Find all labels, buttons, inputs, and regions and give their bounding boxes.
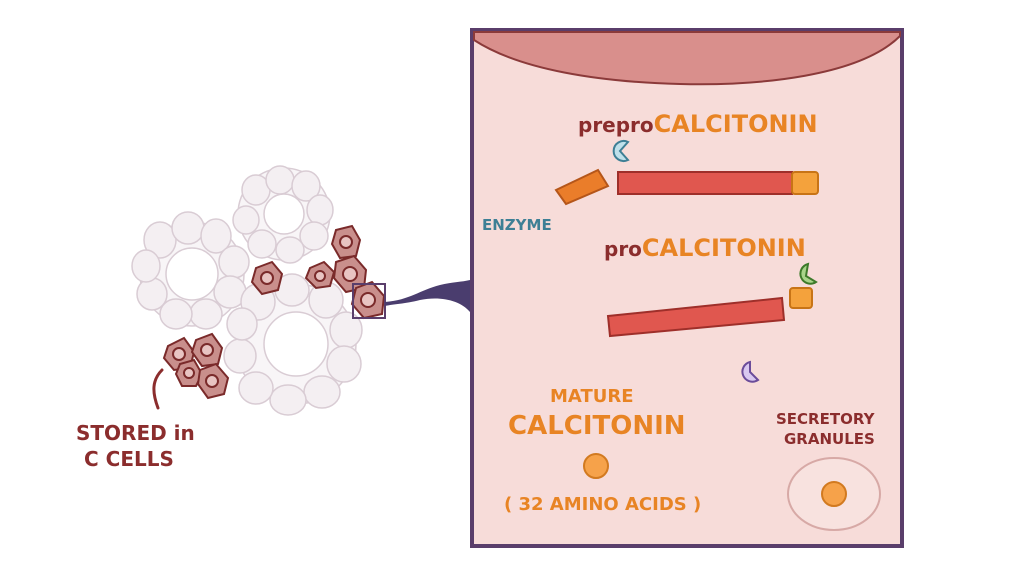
follicle (131, 211, 250, 330)
calcitonin-chain (617, 171, 793, 195)
c-cell (250, 260, 284, 296)
pointer-arrow (152, 368, 164, 410)
procalcitonin-peptide (606, 287, 813, 338)
calcitonin-chain (606, 296, 786, 338)
mature-label: MATURE (550, 386, 634, 407)
c-cell (304, 260, 336, 290)
enzyme-label: ENZYME (482, 216, 552, 234)
secretory-granule (787, 457, 881, 531)
stored-label-line2: C CELLS (84, 447, 174, 471)
c-cell (174, 358, 204, 387)
granules-line1: SECRETORY (776, 410, 876, 428)
prepro-main: CALCITONIN (654, 110, 818, 138)
c-cell (350, 280, 386, 320)
pro-prefix: pro (604, 237, 642, 261)
zoom-connector (385, 280, 470, 312)
calcitonin-molecule (583, 453, 609, 479)
cell-membrane (473, 31, 901, 86)
preprocalcitonin-peptide (554, 168, 819, 206)
pro-main: CALCITONIN (642, 234, 806, 262)
stored-label-line1: STORED in (76, 421, 195, 445)
pro-title: proCALCITONIN (604, 234, 806, 262)
signal-peptide (554, 168, 610, 206)
prepro-prefix: prepro (578, 113, 654, 137)
peptide-tail (789, 287, 813, 309)
prepro-title: preproCALCITONIN (578, 110, 818, 138)
peptide-tail (791, 171, 819, 195)
follicle (223, 273, 363, 416)
follicle (232, 165, 334, 264)
c-cell (190, 332, 224, 368)
amino-acid-note: ( 32 AMINO ACIDS ) (504, 494, 701, 515)
zoom-box (352, 283, 386, 319)
mature-calcitonin-label: CALCITONIN (508, 411, 686, 441)
thyroid-follicles (131, 165, 363, 416)
pacman-enzyme-icon (799, 262, 818, 285)
pacman-enzyme-icon (612, 140, 630, 162)
c-cell (196, 362, 230, 400)
c-cells (162, 224, 386, 400)
c-cell (330, 224, 362, 260)
granules-line2: GRANULES (784, 430, 875, 448)
pacman-enzyme-icon (741, 360, 760, 383)
